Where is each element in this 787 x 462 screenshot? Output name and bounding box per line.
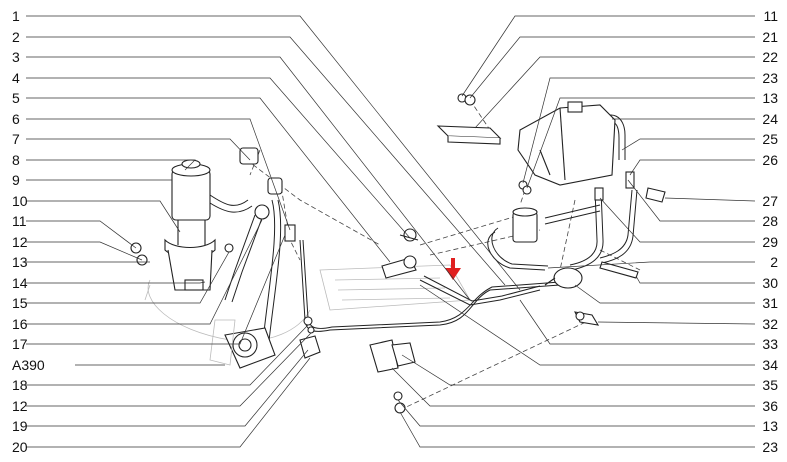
pipe-clamp <box>381 228 419 279</box>
callout-14: 14 <box>12 275 28 291</box>
callout-9: 9 <box>12 172 20 188</box>
callout-r-27: 27 <box>762 193 778 209</box>
connectors-center <box>299 316 416 414</box>
callout-6: 6 <box>12 111 20 127</box>
bolt-30 <box>599 261 639 279</box>
callout-r-22: 22 <box>762 49 778 65</box>
callout-3: 3 <box>12 49 20 65</box>
callout-r-35: 35 <box>762 377 778 393</box>
callout-7: 7 <box>12 131 20 147</box>
callout-1: 1 <box>12 8 20 24</box>
callout-8: 8 <box>12 152 20 168</box>
right-leader-lines <box>391 15 756 448</box>
callout-17: 17 <box>12 336 28 352</box>
callout-12b: 12 <box>12 398 28 414</box>
callout-5: 5 <box>12 90 20 106</box>
callout-r-25: 25 <box>762 131 778 147</box>
right-callout-labels: 11 21 22 23 13 24 25 26 27 28 29 2 30 31… <box>762 8 778 455</box>
callout-r-30: 30 <box>762 275 778 291</box>
callout-r-23: 23 <box>762 70 778 86</box>
fuel-tank <box>517 101 616 186</box>
callout-10: 10 <box>12 193 28 209</box>
callout-r-21: 21 <box>762 29 778 45</box>
callout-11: 11 <box>12 213 27 229</box>
callout-18: 18 <box>12 377 28 393</box>
callout-13: 13 <box>12 254 28 270</box>
callout-20: 20 <box>12 439 28 455</box>
callout-r-24: 24 <box>762 111 778 127</box>
callout-r-31: 31 <box>762 295 778 311</box>
charcoal-canister <box>164 159 216 291</box>
callout-r-33: 33 <box>762 336 778 352</box>
left-callout-labels: 1 2 3 4 5 6 7 8 9 10 11 12 13 14 15 16 1… <box>12 8 45 455</box>
fuel-lines <box>209 114 638 351</box>
callout-r-13: 13 <box>762 90 778 106</box>
fuel-filter <box>512 187 604 243</box>
callout-r-11: 11 <box>763 8 778 24</box>
callout-r-29: 29 <box>762 234 778 250</box>
direction-arrow <box>445 258 461 280</box>
throttle-body <box>209 319 276 369</box>
callout-r-23b: 23 <box>762 439 778 455</box>
callout-r-36: 36 <box>762 398 778 414</box>
callout-r-34: 34 <box>762 357 778 373</box>
callout-12: 12 <box>12 234 28 250</box>
mounting-bracket <box>436 93 532 195</box>
callout-16: 16 <box>12 316 28 332</box>
callout-r-28: 28 <box>762 213 778 229</box>
callout-r-2: 2 <box>770 254 778 270</box>
fuel-pump <box>544 267 583 289</box>
callout-19: 19 <box>12 418 28 434</box>
callout-4: 4 <box>12 70 20 86</box>
fitting-27 <box>625 171 666 203</box>
clamp-32 <box>574 311 600 326</box>
callout-a390: A390 <box>12 357 45 373</box>
callout-2: 2 <box>12 29 20 45</box>
left-leader-lines <box>26 15 521 448</box>
callout-r-26: 26 <box>762 152 778 168</box>
callout-15: 15 <box>12 295 28 311</box>
callout-r-32: 32 <box>762 316 778 332</box>
callout-r-13b: 13 <box>762 418 778 434</box>
